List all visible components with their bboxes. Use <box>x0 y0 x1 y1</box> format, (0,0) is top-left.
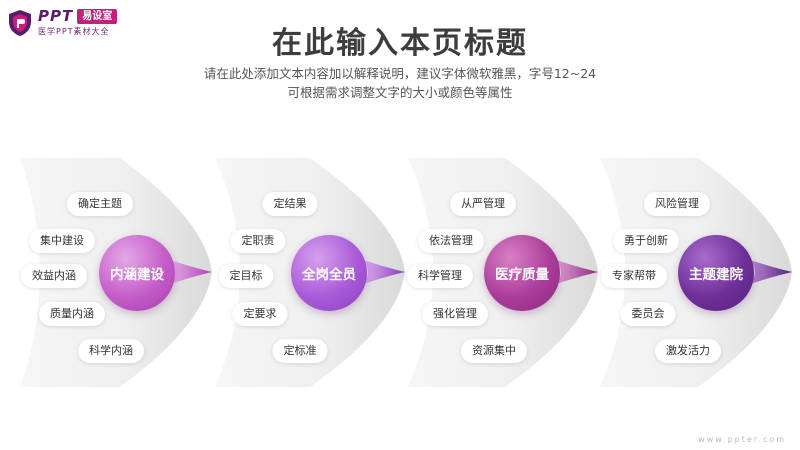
arrow-tip-2 <box>363 260 405 284</box>
page-title: 在此输入本页标题 <box>272 26 528 61</box>
group-3-item-2: 依法管理 <box>418 229 484 253</box>
group-3-item-4: 强化管理 <box>422 302 488 326</box>
group-2-item-5: 定标准 <box>272 339 328 363</box>
arrow-tip-4 <box>750 260 792 284</box>
group-2-item-4: 定要求 <box>232 302 288 326</box>
subtitle-line-1: 请在此处添加文本内容加以解释说明，建议字体微软雅黑，字号12~24 <box>203 66 597 81</box>
process-diagram: 确定主题 集中建设 效益内涵 质量内涵 科学内涵 内涵建设 定结果 定职责 定目… <box>0 150 800 395</box>
logo-subtitle: 医学PPT素材大全 <box>38 27 110 36</box>
group-1-item-1: 确定主题 <box>67 192 133 216</box>
group-2-item-3: 定目标 <box>218 264 274 288</box>
group-3-item-1: 从严管理 <box>450 192 516 216</box>
watermark: www.ppter.com <box>698 435 786 444</box>
group-2-title: 全岗全员 <box>291 235 367 311</box>
group-1-item-3: 效益内涵 <box>21 264 87 288</box>
group-1-title: 内涵建设 <box>99 235 175 311</box>
group-4-item-3: 专家帮带 <box>601 264 667 288</box>
group-2-item-1: 定结果 <box>262 192 318 216</box>
group-1-item-4: 质量内涵 <box>39 302 105 326</box>
group-3-title: 医疗质量 <box>484 235 560 311</box>
arrow-tip-1 <box>170 260 212 284</box>
page-subtitle: 请在此处添加文本内容加以解释说明，建议字体微软雅黑，字号12~24 可根据需求调… <box>0 64 800 102</box>
arrow-tip-3 <box>556 260 598 284</box>
group-1-item-2: 集中建设 <box>29 229 95 253</box>
group-4-item-5: 激发活力 <box>655 339 721 363</box>
group-1-item-5: 科学内涵 <box>78 339 144 363</box>
group-4-item-1: 风险管理 <box>644 192 710 216</box>
shield-icon <box>9 10 31 36</box>
group-3-item-5: 资源集中 <box>461 339 527 363</box>
logo-brand: PPT <box>38 7 74 25</box>
group-4-item-2: 勇于创新 <box>613 229 679 253</box>
group-4-item-4: 委员会 <box>620 302 676 326</box>
logo: PPT 易设室 医学PPT素材大全 <box>8 7 138 40</box>
group-3-item-3: 科学管理 <box>407 264 473 288</box>
group-4-title: 主题建院 <box>678 235 754 311</box>
logo-tag: 易设室 <box>77 8 118 24</box>
subtitle-line-2: 可根据需求调整文字的大小或颜色等属性 <box>287 85 513 100</box>
group-2-item-2: 定职责 <box>230 229 286 253</box>
